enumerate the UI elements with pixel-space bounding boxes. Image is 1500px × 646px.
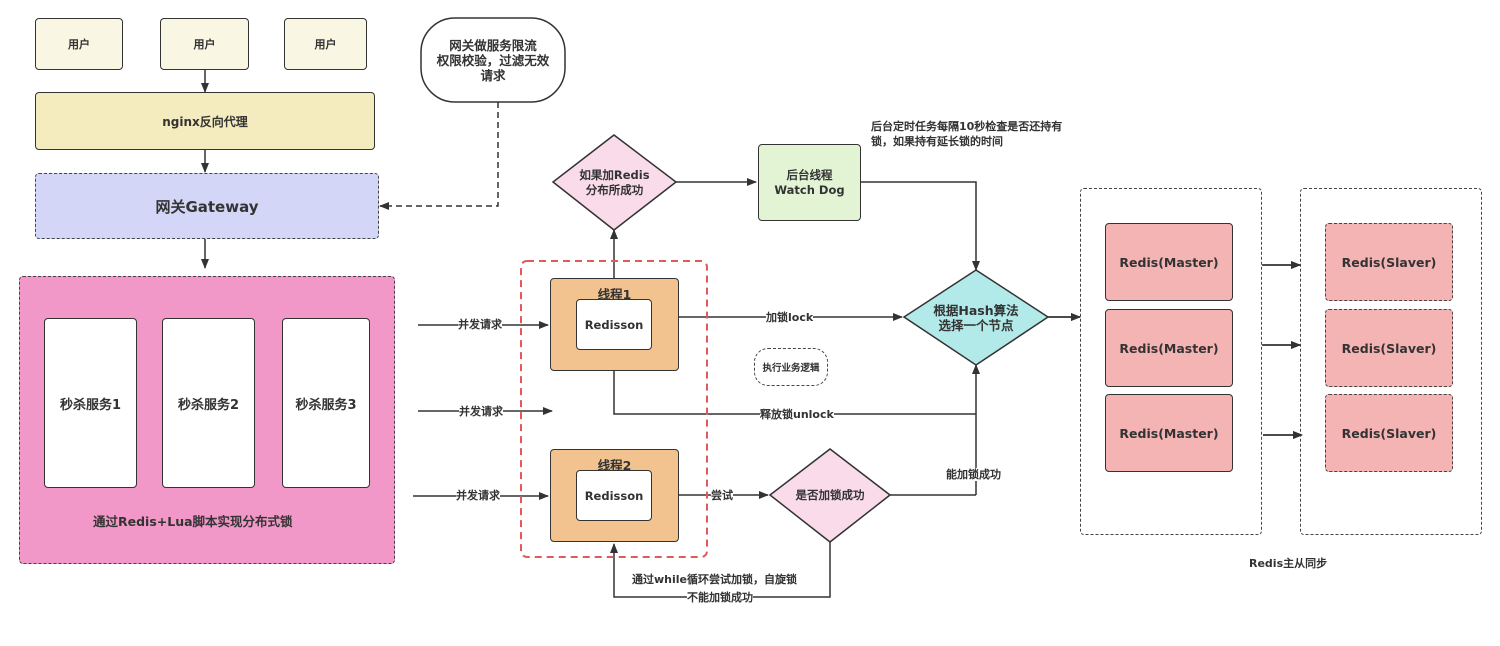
business-logic-label: 执行业务逻辑 [762, 363, 820, 374]
request-label-2: 并发请求 [459, 405, 503, 418]
replication-caption: Redis主从同步 [1249, 557, 1328, 570]
edge-note-gateway [379, 102, 499, 210]
decision-lock-success-shape [551, 134, 678, 231]
master-node-3: Redis(Master) [1105, 394, 1233, 472]
watchdog-note-line-2: 锁，如果持有延长锁的时间 [871, 135, 1003, 148]
user-box-1: 用户 [35, 18, 123, 70]
thread-1-title: 线程1 [597, 287, 632, 302]
watchdog: 后台线程 Watch Dog [758, 144, 861, 221]
user-box-3: 用户 [284, 18, 367, 70]
business-logic: 执行业务逻辑 [754, 348, 828, 386]
thread-2-redisson: Redisson [576, 470, 652, 521]
nginx-proxy: nginx反向代理 [35, 92, 375, 150]
thread-2-title: 线程2 [597, 458, 632, 473]
thread-group-boundary [520, 260, 708, 558]
gateway: 网关Gateway [35, 173, 379, 239]
edge-label-spin: 通过while循环尝试加锁，自旋锁 [632, 573, 797, 586]
slave-label: Redis(Slaver) [1341, 425, 1437, 441]
user-label: 用户 [193, 38, 216, 51]
gateway-note-line-2: 权限校验，过滤无效 [436, 52, 550, 68]
gateway-note-line-1: 网关做服务限流 [449, 37, 537, 53]
gateway-label: 网关Gateway [155, 197, 259, 216]
decision-lock-success-line-2: 分布所成功 [585, 182, 644, 197]
edge-label-cannot-lock: 不能加锁成功 [687, 591, 753, 604]
gateway-note: 网关做服务限流 权限校验，过滤无效 请求 [421, 18, 565, 102]
hash-node-line-2: 选择一个节点 [938, 317, 1014, 333]
master-node-1: Redis(Master) [1105, 223, 1233, 301]
edge-label-unlock: 释放锁unlock [760, 408, 834, 421]
slave-node-2: Redis(Slaver) [1325, 309, 1453, 387]
user-label: 用户 [68, 38, 90, 51]
watchdog-line-2: Watch Dog [774, 182, 845, 197]
slave-node-1: Redis(Slaver) [1325, 223, 1453, 301]
request-label-3: 并发请求 [456, 489, 500, 502]
services-caption: 通过Redis+Lua脚本实现分布式锁 [93, 514, 293, 529]
slave-label: Redis(Slaver) [1341, 254, 1437, 270]
nginx-label: nginx反向代理 [162, 114, 248, 129]
master-label: Redis(Master) [1119, 340, 1219, 356]
redisson-label: Redisson [584, 317, 644, 332]
decision-lock-success: 如果加Redis 分布所成功 [553, 135, 676, 230]
edge-label-lock: 加锁lock [766, 311, 814, 324]
watchdog-note-line-1: 后台定时任务每隔10秒检查是否还持有 [871, 120, 1063, 133]
edge-unlock [613, 371, 976, 415]
hash-node-shape [902, 269, 1050, 366]
service-label: 秒杀服务2 [177, 397, 240, 413]
gateway-note-shape [420, 17, 566, 103]
edge-cannot-lock [610, 542, 831, 598]
edge-watchdog-hash [861, 181, 980, 271]
service-box-1: 秒杀服务1 [44, 318, 137, 488]
decision-try-shape [768, 448, 892, 543]
hash-node: 根据Hash算法 选择一个节点 [904, 270, 1048, 365]
redisson-label: Redisson [584, 488, 644, 503]
service-label: 秒杀服务1 [59, 397, 122, 413]
decision-try-label: 是否加锁成功 [795, 488, 865, 502]
master-label: Redis(Master) [1119, 254, 1219, 270]
watchdog-line-1: 后台线程 [786, 167, 833, 182]
slave-node-3: Redis(Slaver) [1325, 394, 1453, 472]
request-label-1: 并发请求 [458, 318, 502, 331]
thread-1-redisson: Redisson [576, 299, 652, 350]
watchdog-note: 后台定时任务每隔10秒检查是否还持有 锁，如果持有延长锁的时间 [871, 119, 1062, 149]
master-label: Redis(Master) [1119, 425, 1219, 441]
master-node-2: Redis(Master) [1105, 309, 1233, 387]
service-label: 秒杀服务3 [295, 397, 357, 413]
edge-label-can-lock: 能加锁成功 [946, 468, 1001, 481]
user-box-2: 用户 [160, 18, 249, 70]
hash-node-line-1: 根据Hash算法 [933, 302, 1019, 318]
decision-lock-success-line-1: 如果加Redis [579, 167, 650, 182]
edge-label-try: 尝试 [711, 489, 733, 502]
service-box-2: 秒杀服务2 [162, 318, 255, 488]
service-box-3: 秒杀服务3 [282, 318, 370, 488]
gateway-note-line-3: 请求 [480, 67, 506, 83]
decision-try: 是否加锁成功 [770, 449, 890, 542]
user-label: 用户 [314, 38, 337, 51]
thread-2: 线程2 [550, 449, 679, 542]
slave-label: Redis(Slaver) [1341, 340, 1437, 356]
